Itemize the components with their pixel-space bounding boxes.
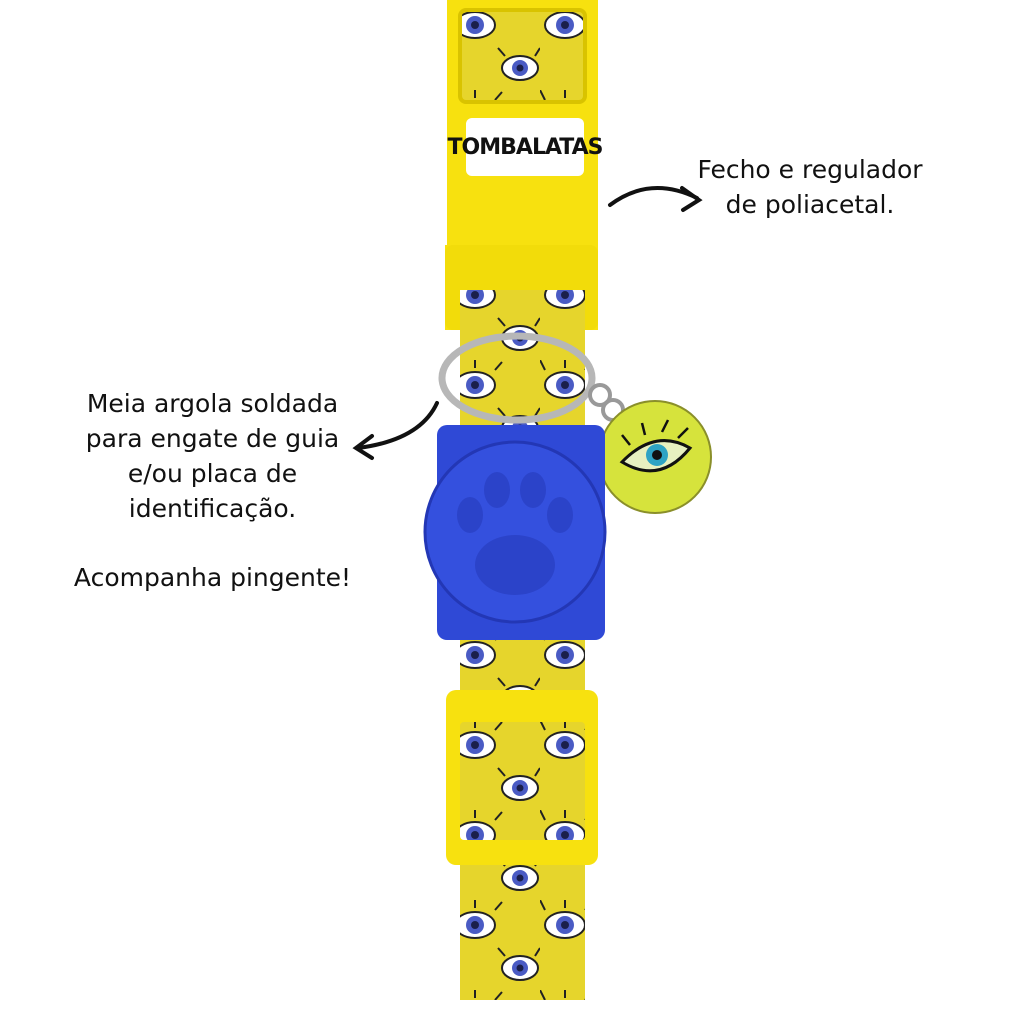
- d-ring: [438, 332, 596, 424]
- pendant: [588, 383, 712, 514]
- buckle-callout: Fecho e regulador de poliacetal.: [680, 152, 940, 222]
- callout-line: e/ou placa de: [127, 459, 298, 488]
- callout-line: de poliacetal.: [725, 190, 895, 219]
- bottom-buckle: [446, 690, 598, 865]
- callout-line: identificação.: [128, 494, 297, 523]
- callout-line: Meia argola soldada: [86, 389, 339, 418]
- arrow-to-ring: [352, 401, 439, 460]
- brand-logo: TOMBALATAS: [448, 118, 603, 176]
- blue-paw-tag: [423, 425, 607, 640]
- callout-line: Fecho e regulador: [697, 155, 923, 184]
- arrow-to-buckle: [608, 186, 703, 212]
- pendant-note: Acompanha pingente!: [73, 563, 352, 592]
- callout-line: para engate de guia: [85, 424, 340, 453]
- ring-callout: Meia argola soldada para engate de guia …: [60, 386, 365, 526]
